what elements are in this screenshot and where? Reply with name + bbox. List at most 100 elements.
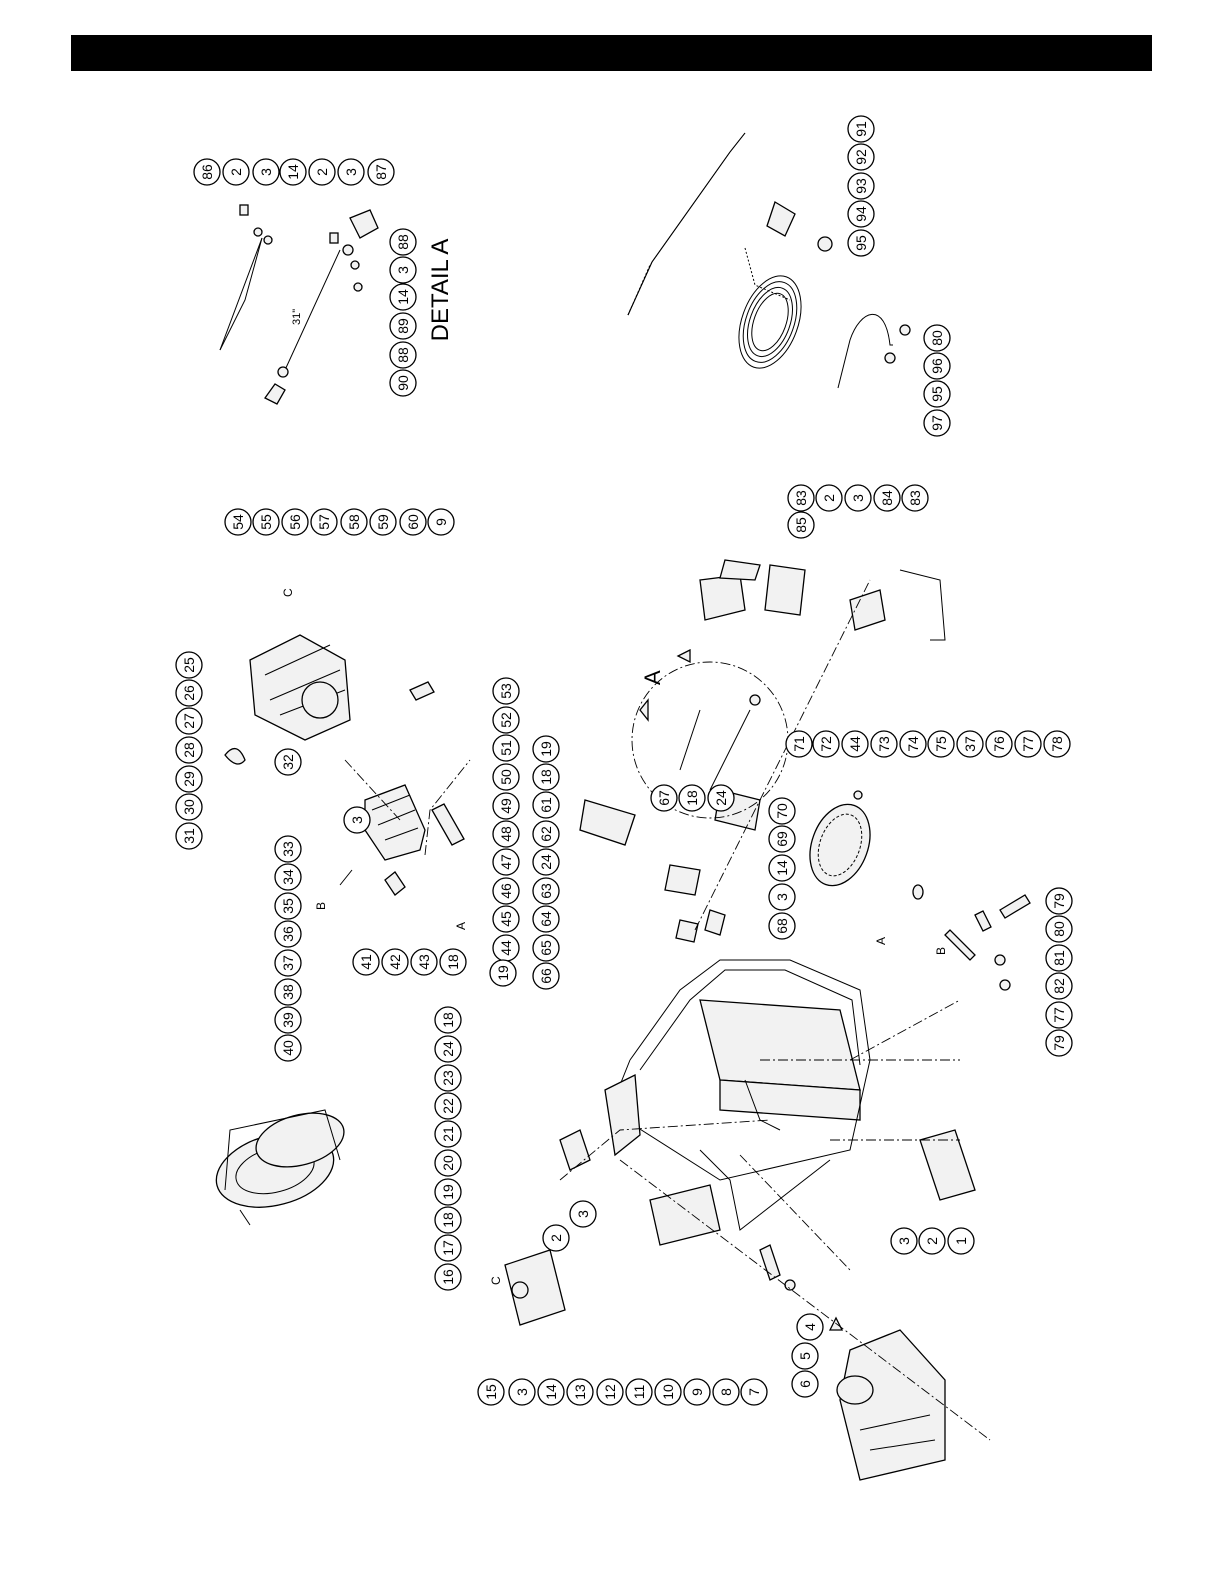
callout-48: 48	[492, 820, 520, 848]
callout-5: 5	[791, 1342, 819, 1370]
letter-label-c-top: C	[281, 588, 295, 597]
callout-number: 85	[793, 517, 809, 533]
callout-51: 51	[492, 734, 520, 762]
callout-circle	[787, 511, 815, 539]
callout-number: 2	[314, 168, 330, 176]
callout-87: 87	[367, 158, 395, 186]
callout-circle	[224, 508, 252, 536]
header-bar	[71, 35, 1152, 71]
callout-number: 62	[538, 826, 554, 842]
callout-number: 73	[876, 736, 892, 752]
callout-17: 17	[434, 1234, 462, 1262]
callout-number: 27	[181, 713, 197, 729]
callout-circle	[508, 1378, 536, 1406]
callout-number: 33	[280, 841, 296, 857]
callout-number: 54	[230, 514, 246, 530]
callout-circle	[434, 1120, 462, 1148]
callout-circle	[847, 115, 875, 143]
callout-79: 79	[1045, 887, 1073, 915]
callout-2: 2	[308, 158, 336, 186]
callout-65: 65	[532, 934, 560, 962]
callout-circle	[542, 1224, 570, 1252]
hose-length-label: 31"	[291, 309, 303, 325]
callout-number: 60	[405, 514, 421, 530]
callout-circle	[175, 822, 203, 850]
callout-90: 90	[389, 369, 417, 397]
callout-number: 83	[793, 490, 809, 506]
callout-37: 37	[274, 949, 302, 977]
callout-circle	[274, 1006, 302, 1034]
callout-circle	[899, 730, 927, 758]
leader-lines	[344, 579, 991, 1441]
callout-circle	[389, 312, 417, 340]
callout-circle	[367, 158, 395, 186]
callout-number: 69	[774, 831, 790, 847]
callout-number: 19	[440, 1184, 456, 1200]
callout-number: 3	[343, 168, 359, 176]
callout-9: 9	[683, 1378, 711, 1406]
callout-number: 24	[440, 1041, 456, 1057]
callout-47: 47	[492, 848, 520, 876]
callout-number: 26	[181, 685, 197, 701]
callout-24: 24	[532, 848, 560, 876]
callout-44: 44	[492, 934, 520, 962]
bracket-group	[579, 789, 761, 943]
callout-number: 15	[483, 1384, 499, 1400]
callout-9: 9	[427, 508, 455, 536]
callout-number: 47	[498, 854, 514, 870]
callout-49: 49	[492, 792, 520, 820]
callout-82: 82	[1045, 972, 1073, 1000]
callout-circle	[678, 784, 706, 812]
callout-number: 91	[853, 121, 869, 137]
callout-number: 51	[498, 740, 514, 756]
callout-circle	[274, 920, 302, 948]
callout-39: 39	[274, 1006, 302, 1034]
callout-circle	[492, 877, 520, 905]
letter-label-b-right: B	[934, 947, 948, 955]
callout-number: 3	[349, 816, 365, 824]
callout-number: 3	[514, 1388, 530, 1396]
callout-number: 93	[853, 178, 869, 194]
callout-circle	[532, 791, 560, 819]
callout-number: 20	[440, 1155, 456, 1171]
callout-circle	[434, 1092, 462, 1120]
callout-2: 2	[542, 1224, 570, 1252]
callout-circle	[791, 1370, 819, 1398]
callout-91: 91	[847, 115, 875, 143]
callout-number: 41	[358, 954, 374, 970]
callout-circle	[985, 730, 1013, 758]
callout-number: 6	[797, 1380, 813, 1388]
callout-number: 64	[538, 911, 554, 927]
callout-circle	[389, 283, 417, 311]
callout-92: 92	[847, 143, 875, 171]
callout-number: 77	[1020, 736, 1036, 752]
callout-86: 86	[193, 158, 221, 186]
callout-circle	[274, 949, 302, 977]
callout-10: 10	[654, 1378, 682, 1406]
callout-number: 3	[896, 1237, 912, 1245]
callout-18: 18	[434, 1206, 462, 1234]
callout-number: 19	[538, 741, 554, 757]
callout-21: 21	[434, 1120, 462, 1148]
callout-number: 90	[395, 375, 411, 391]
callout-number: 29	[181, 771, 197, 787]
callout-number: 31	[181, 828, 197, 844]
callout-circle	[274, 835, 302, 863]
callout-number: 57	[316, 514, 332, 530]
callout-circle	[222, 158, 250, 186]
callout-95: 95	[923, 380, 951, 408]
callout-number: 44	[498, 940, 514, 956]
callout-circle	[870, 730, 898, 758]
callout-2: 2	[918, 1227, 946, 1255]
callout-circle	[791, 1342, 819, 1370]
callout-circle	[252, 508, 280, 536]
callout-11: 11	[625, 1378, 653, 1406]
callout-number: 36	[280, 926, 296, 942]
callout-number: 3	[850, 494, 866, 502]
callout-number: 96	[929, 358, 945, 374]
callout-number: 2	[228, 168, 244, 176]
callout-14: 14	[279, 158, 307, 186]
callout-number: 23	[440, 1070, 456, 1086]
callout-number: 13	[572, 1384, 588, 1400]
callout-number: 97	[929, 415, 945, 431]
